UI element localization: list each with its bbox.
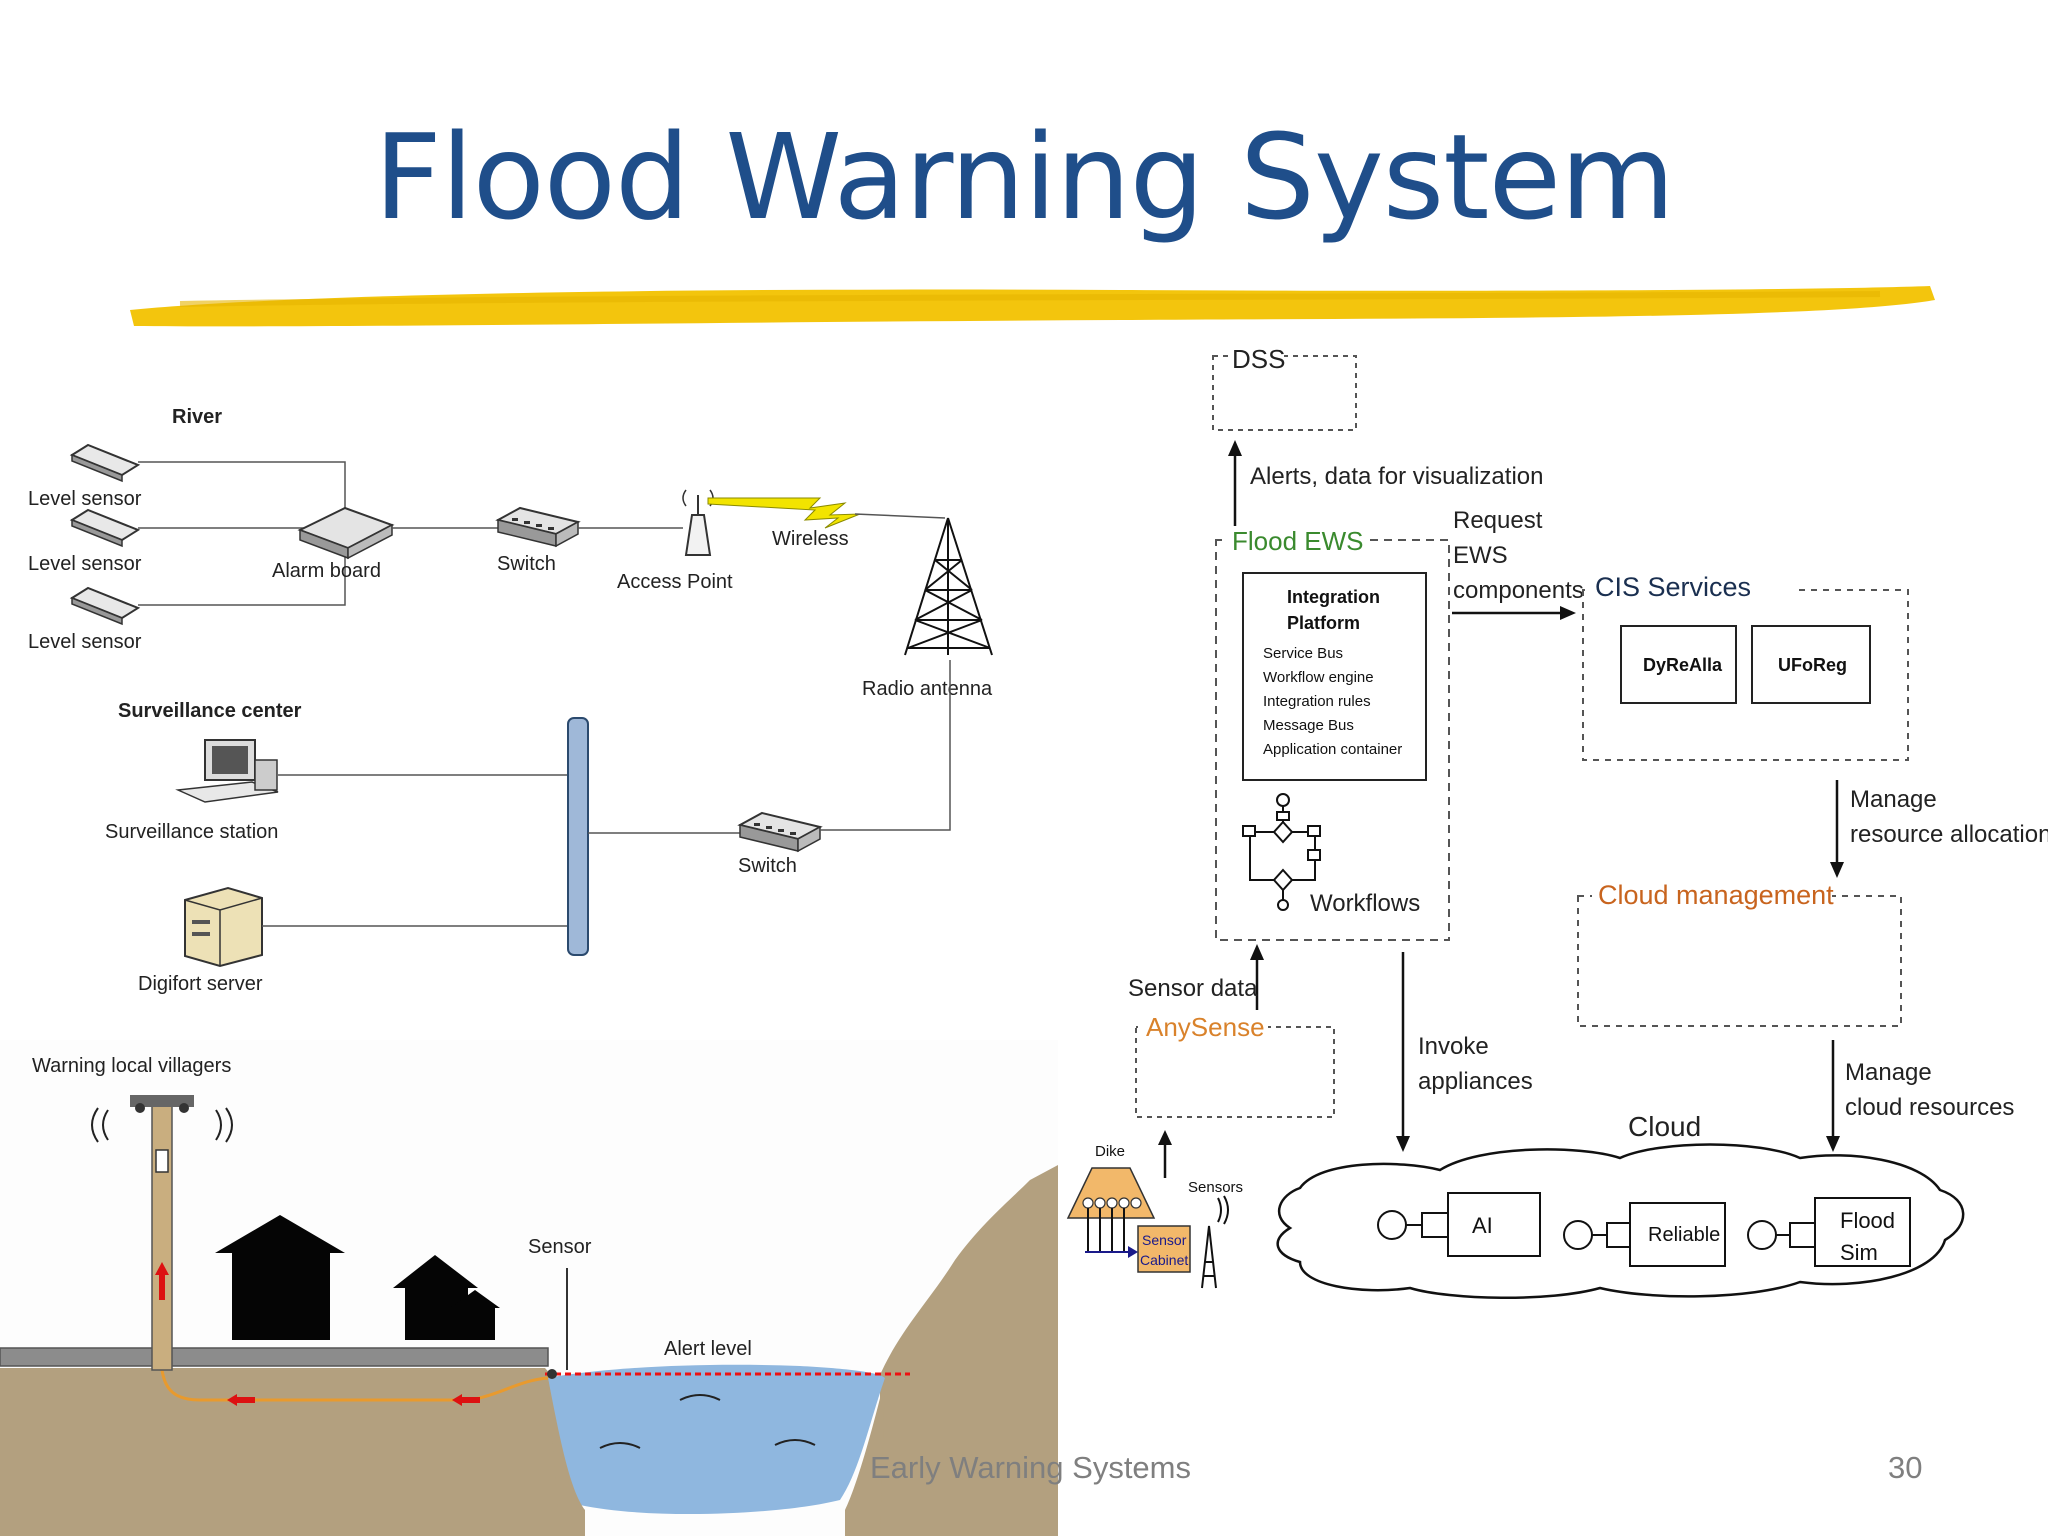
dss-label: DSS	[1232, 344, 1285, 374]
switch-label-bottom: Switch	[738, 855, 797, 877]
access-point-label: Access Point	[617, 571, 733, 593]
sensor-label: Sensor	[528, 1236, 592, 1258]
wireless-bolt-icon	[707, 497, 946, 529]
invoke-label-1: Invoke	[1418, 1033, 1489, 1060]
architecture-diagram: DSS Alerts, data for visualization Flood…	[1066, 344, 2048, 1299]
cis-services-label: CIS Services	[1595, 572, 1751, 602]
cloud-label: Cloud	[1628, 1111, 1701, 1142]
warning-villagers-label: Warning local villagers	[32, 1055, 231, 1077]
flood-ews-label: Flood EWS	[1232, 526, 1364, 556]
network-bus-bar	[567, 717, 589, 956]
switch-label-top: Switch	[497, 553, 556, 575]
anysense-label: AnySense	[1146, 1012, 1265, 1042]
radio-antenna-label: Radio antenna	[862, 678, 993, 700]
invoke-label-2: appliances	[1418, 1068, 1533, 1095]
surveillance-center-label: Surveillance center	[118, 700, 302, 722]
village-scene: Alert level Sensor Warning local village…	[0, 1040, 1058, 1536]
computer-icon	[175, 739, 279, 803]
level-sensor-icon	[69, 443, 141, 483]
appliance-flood-label-1: Flood	[1840, 1208, 1895, 1233]
house-icon	[215, 1215, 345, 1340]
switch-icon	[737, 811, 823, 853]
switch-icon	[495, 506, 581, 548]
manage-alloc-label-1: Manage	[1850, 786, 1937, 813]
integration-title-2: Platform	[1287, 613, 1360, 633]
level-sensor-label-3: Level sensor	[28, 631, 142, 653]
title-underline-stroke	[130, 286, 1935, 327]
slide-title: Flood Warning System	[373, 108, 1675, 246]
appliance-reliable-label: Reliable	[1648, 1224, 1720, 1246]
alarm-board-icon	[297, 506, 395, 560]
manage-cloud-label-1: Manage	[1845, 1059, 1932, 1086]
appliance-flood-label-2: Sim	[1840, 1240, 1878, 1265]
integration-item: Application container	[1263, 741, 1402, 758]
server-icon	[184, 886, 263, 968]
level-sensor-icon	[69, 586, 141, 626]
sensor-cabinet-label-1: Sensor	[1142, 1232, 1187, 1248]
alert-level-label: Alert level	[664, 1338, 752, 1360]
integration-title-1: Integration	[1287, 587, 1380, 607]
network-diagram: River Level sensor Level sensor Level se…	[28, 406, 993, 995]
workflow-icon	[1242, 793, 1321, 911]
appliance-flood-sim: Flood Sim	[1747, 1197, 1911, 1267]
radio-antenna-icon	[904, 517, 993, 656]
dike-sensor-icon: Dike Sensor Cabinet Sensors	[1066, 1130, 1243, 1289]
level-sensor-label-1: Level sensor	[28, 488, 142, 510]
house-icon	[450, 1290, 500, 1340]
integration-item: Integration rules	[1263, 693, 1371, 710]
digifort-server-label: Digifort server	[138, 973, 263, 995]
surveillance-station-label: Surveillance station	[105, 821, 278, 843]
dyrealla-label: DyReAlla	[1643, 655, 1723, 675]
integration-item: Message Bus	[1263, 717, 1354, 734]
dike-label: Dike	[1095, 1143, 1125, 1160]
integration-item: Service Bus	[1263, 645, 1343, 662]
appliance-ai-label: AI	[1472, 1213, 1493, 1238]
alarm-board-label: Alarm board	[272, 560, 381, 582]
request-label-2: EWS	[1453, 542, 1508, 569]
level-sensor-icon	[69, 508, 141, 548]
alerts-label: Alerts, data for visualization	[1250, 463, 1543, 490]
sensor-connectors	[138, 461, 346, 606]
sensor-cabinet-label-2: Cabinet	[1140, 1252, 1188, 1268]
page-number: 30	[1888, 1450, 1923, 1485]
access-point-icon	[682, 489, 714, 556]
workflows-label: Workflows	[1310, 890, 1420, 917]
sensor-data-label: Sensor data	[1128, 975, 1258, 1002]
wireless-label: Wireless	[772, 528, 849, 550]
request-label-3: components	[1453, 577, 1584, 604]
appliance-ai: AI	[1377, 1192, 1541, 1257]
level-sensor-label-2: Level sensor	[28, 553, 142, 575]
cloud-management-label: Cloud management	[1598, 880, 1834, 910]
manage-alloc-label-2: resource allocation	[1850, 821, 2048, 848]
footer-text: Early Warning Systems	[870, 1450, 1191, 1485]
manage-cloud-label-2: cloud resources	[1845, 1094, 2014, 1121]
uforeg-label: UFoReg	[1778, 655, 1847, 675]
river-label: River	[172, 406, 222, 428]
cloud-shape	[1276, 1143, 1965, 1299]
integration-item: Workflow engine	[1263, 669, 1374, 686]
request-label-1: Request	[1453, 507, 1543, 534]
house-icon	[393, 1255, 478, 1340]
sensors-label: Sensors	[1188, 1179, 1243, 1196]
appliance-reliable: Reliable	[1563, 1202, 1726, 1267]
